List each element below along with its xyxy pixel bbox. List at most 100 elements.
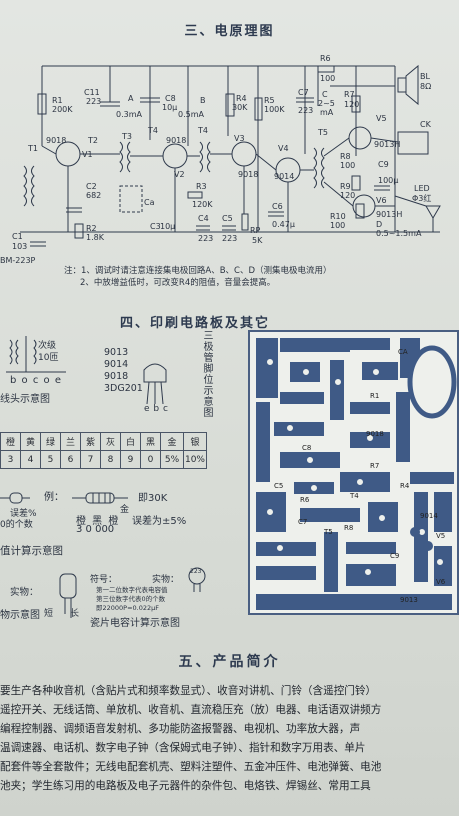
color-value: 5 <box>40 450 61 469</box>
t5-label: T5 <box>318 128 328 137</box>
intro-line-2: 遥控开关、无线话筒、单放机、收音机、直流稳压充（放）电器、电话语双讲频方 <box>0 704 382 716</box>
capacitor-actual-label: 实物： <box>10 587 39 598</box>
d-point-current: 0.5~1.5mA <box>376 229 422 238</box>
resistor-error: 误差为±5% <box>132 516 187 527</box>
speaker-value: 8Ω <box>420 82 432 91</box>
capacitor-desc-3: 即22000P=0.022μF <box>96 604 160 612</box>
v6-model: 9013H <box>376 210 403 219</box>
transistor-drawing <box>143 363 167 405</box>
r2-label: R2 <box>86 224 97 233</box>
color-name: 银 <box>183 432 207 451</box>
coil-caption: 线头示意图 <box>0 394 50 405</box>
pcb-label-r7: R7 <box>370 462 380 470</box>
coil-secondary-label: 次级 <box>38 341 57 351</box>
v5-model: 9013H <box>374 140 401 149</box>
c11-value: 223 <box>86 97 102 106</box>
t4b-label: T4 <box>198 126 208 135</box>
pcb-label-r8: R8 <box>344 524 354 532</box>
pcb-label-t4: T4 <box>350 492 359 500</box>
resistor-caption: 值计算示意图 <box>0 545 63 557</box>
transistor-pins: e b c <box>144 404 168 414</box>
capacitor-desc-1: 第一二位数字代表电容值 <box>96 586 168 594</box>
pcb-label-c9: C9 <box>390 552 400 560</box>
pcb-label-ca: CA <box>398 348 408 356</box>
r4-label: R4 <box>236 94 247 103</box>
color-name: 黑 <box>140 432 161 451</box>
v4-model: 9014 <box>274 172 295 181</box>
electrolytic-capacitor-drawing <box>59 573 77 618</box>
c9-value: 100μ <box>378 176 399 185</box>
color-value: 5% <box>160 450 184 469</box>
r10-value: 100 <box>330 221 346 230</box>
v2-model: 9018 <box>166 136 187 145</box>
c3-label: C3 <box>150 222 161 231</box>
jack-label: CK <box>420 120 431 129</box>
rp-label: RP <box>250 226 261 235</box>
color-name: 兰 <box>60 432 81 451</box>
coil-pin-o2: o <box>43 375 50 386</box>
color-value: 8 <box>100 450 121 469</box>
c4-value: 223 <box>198 234 214 243</box>
r4-value: 30K <box>232 103 248 112</box>
schematic-note-1: 注：1、调试时请注意连接集电极回路A、B、C、D（测集电极电流用） <box>64 266 332 276</box>
transistor-pin-b: b <box>153 404 160 414</box>
color-name: 白 <box>120 432 141 451</box>
coil-diagram <box>6 336 66 373</box>
r1-label: R1 <box>52 96 63 105</box>
d-point-label: D <box>376 220 383 229</box>
color-name: 橙 <box>0 432 21 451</box>
v1-model: 9018 <box>46 136 67 145</box>
intro-line-3: 编程控制器、调频语音发射机、多功能防盗报警器、电视机、功率放大器，声 <box>0 723 361 735</box>
v4-label: V4 <box>278 144 289 153</box>
color-name: 黄 <box>20 432 41 451</box>
led-value: Φ3红 <box>412 194 432 203</box>
pcb-label-c5: C5 <box>274 482 284 490</box>
color-value: 9 <box>120 450 141 469</box>
pcb-label-9018: 9018 <box>366 430 384 438</box>
resistor-band-digits: 3 0 000 <box>76 524 115 535</box>
capacitor-short-lead: 短 <box>44 609 54 619</box>
ca-label: Ca <box>144 198 155 207</box>
c-point-label: C <box>322 90 328 99</box>
color-name: 绿 <box>40 432 61 451</box>
pcb-label-r6: R6 <box>300 496 310 504</box>
capacitor-actual2-label: 实物： <box>152 575 180 585</box>
c-point-unit: mA <box>320 108 334 117</box>
color-code-table: 橙 黄 绿 兰 紫 灰 白 黑 金 银 3 4 5 6 7 8 9 0 5% 1… <box>0 432 207 469</box>
coil-pin-o1: o <box>21 375 28 386</box>
color-value: 4 <box>20 450 41 469</box>
led-label: LED <box>414 184 430 193</box>
a-point-current: 0.3mA <box>116 110 142 119</box>
color-value: 6 <box>60 450 81 469</box>
pcb-label-c8: C8 <box>302 444 312 452</box>
schematic-section-title: 三、电原理图 <box>184 24 275 39</box>
color-name: 紫 <box>80 432 101 451</box>
pcb-layout: CA R6 C8 C5 R1 R7 R8 C7 T5 9018 9013 901… <box>248 330 459 615</box>
resistor-example-label: 例： <box>44 492 64 503</box>
circuit-schematic: R1 200K C11 223 A 0.3mA C8 10μ B 0.5mA R… <box>0 36 459 274</box>
pcb-label-r1: R1 <box>370 392 380 400</box>
transistor-model-3: 9018 <box>104 371 129 382</box>
r9-label: R9 <box>340 182 351 191</box>
c1-value: 103 <box>12 242 28 251</box>
pcb-label-9014: 9014 <box>420 512 438 520</box>
capacitor-symbol-label: 符号： <box>90 575 118 585</box>
c11-label: C11 <box>84 88 100 97</box>
r7-value: 120 <box>344 100 360 109</box>
ceramic-capacitor-drawing <box>188 567 206 592</box>
capacitor-caption-left: 物示意图 <box>0 610 40 621</box>
c9-label: C9 <box>378 160 389 169</box>
c5-value: 223 <box>222 234 238 243</box>
r6-label: R6 <box>320 54 331 63</box>
intro-line-1: 要生产各种收音机（含贴片式和频率数显式）、收音对讲机、门铃（含遥控门铃） <box>0 685 377 697</box>
c8-label: C8 <box>165 94 176 103</box>
speaker-label: BL <box>420 72 430 81</box>
r2-value: 1.8K <box>86 233 104 242</box>
intro-section-title: 五、产品简介 <box>178 654 281 670</box>
transistor-pin-e: e <box>144 404 150 414</box>
a-point-label: A <box>128 94 134 103</box>
c8-value: 10μ <box>162 103 178 112</box>
resistor-gold-band: 金 <box>120 505 130 515</box>
c1-label: C1 <box>12 232 23 241</box>
